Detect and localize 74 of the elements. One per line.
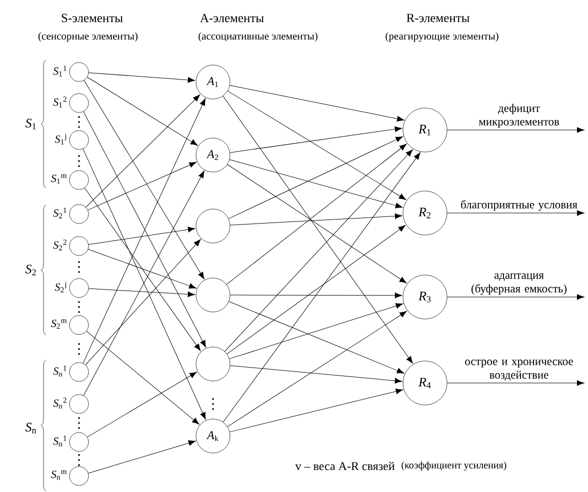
arrow [84, 188, 201, 352]
circle-node: R$_{3}$ [402, 274, 448, 320]
group-label: S$_{n}$ [25, 422, 36, 434]
caption: v – веса A-R связей [295, 462, 395, 470]
arrow [230, 292, 402, 298]
arrow [228, 136, 403, 219]
circle-node [69, 315, 89, 335]
arrow [84, 80, 204, 280]
arrow [88, 72, 196, 83]
circle-node [69, 236, 89, 256]
circle-node: R$_{4}$ [402, 360, 448, 406]
edge-label: благоприятные условия [461, 200, 578, 211]
arrow [224, 149, 413, 352]
edge-label: адаптация (буферная емкость) [472, 273, 567, 295]
circle-node [69, 362, 89, 382]
arrow [85, 239, 201, 366]
arrow [86, 330, 200, 425]
column-heading: (сенсорные элементы) [38, 32, 138, 42]
arrow [88, 249, 196, 289]
group-label: S$_{1}$ [25, 118, 36, 130]
arrow [226, 225, 406, 354]
column-heading: R-элементы [406, 14, 470, 22]
arrow [230, 365, 402, 384]
arrow [88, 288, 196, 298]
arrow [86, 94, 200, 208]
circle-node [69, 93, 89, 113]
circle-node [69, 278, 89, 298]
arrow [229, 388, 404, 432]
arrow [229, 159, 403, 208]
column-heading: (ассоциативные элементы) [198, 32, 318, 42]
arrow [446, 127, 584, 133]
edge-label: острое и хроническое воздействие [465, 360, 573, 381]
column-heading: S-элементы [62, 14, 123, 22]
arrow [82, 148, 206, 420]
arrow [229, 303, 404, 360]
arrow [88, 440, 196, 474]
caption: (коэффициент усиления) [402, 461, 506, 471]
circle-node: A$_{2}$ [196, 138, 230, 172]
circle-node [69, 466, 89, 486]
arrow [83, 170, 204, 396]
circle-node [69, 432, 89, 452]
arrow [87, 372, 197, 438]
circle-node [196, 278, 230, 312]
circle-node [69, 204, 89, 224]
group-label: S$_{2}$ [25, 264, 36, 276]
arrow [446, 210, 584, 216]
circle-node: R$_{1}$ [402, 108, 448, 152]
arrow [87, 76, 198, 146]
arrow [222, 96, 413, 364]
column-heading: (реагирующие элементы) [386, 32, 498, 42]
arrow [227, 164, 407, 284]
circle-node [69, 170, 89, 190]
arrow [446, 294, 584, 300]
arrow [226, 144, 407, 285]
arrow [88, 226, 196, 245]
arrow [222, 152, 420, 422]
circle-node [69, 394, 89, 414]
circle-node [196, 208, 230, 244]
circle-node [196, 346, 230, 382]
arrow [446, 380, 584, 386]
circle-node: A$_{k}$ [196, 418, 230, 454]
arrow [230, 213, 402, 226]
circle-node: A$_{1}$ [196, 64, 230, 100]
arrow [227, 90, 406, 200]
column-heading: A-элементы [200, 14, 264, 22]
circle-node [69, 130, 89, 150]
arrow [88, 162, 196, 210]
arrow [230, 85, 404, 122]
edge-label: дефицит микроэлементов [478, 104, 560, 128]
circle-node [69, 62, 89, 82]
circle-node: R$_{2}$ [402, 190, 448, 236]
arrow [230, 126, 402, 153]
arrow [227, 310, 407, 427]
arrow [228, 301, 404, 374]
